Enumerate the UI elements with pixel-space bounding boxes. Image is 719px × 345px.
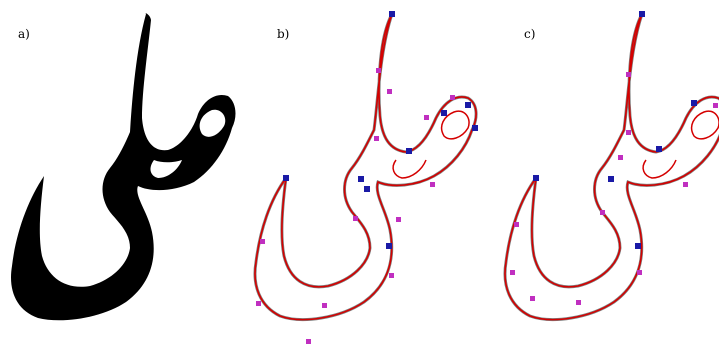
panel-a-label: a) xyxy=(18,27,30,41)
panel-b: b) xyxy=(240,0,480,345)
outline-b xyxy=(253,11,478,344)
outline-c xyxy=(503,11,719,322)
panel-a: a) xyxy=(0,0,240,345)
panel-b-label: b) xyxy=(277,27,290,41)
glyph-a xyxy=(11,13,236,321)
panel-c-label: c) xyxy=(524,27,536,41)
control-points-c xyxy=(510,11,718,305)
panel-c: c) xyxy=(480,0,719,345)
control-points-b xyxy=(256,11,478,344)
